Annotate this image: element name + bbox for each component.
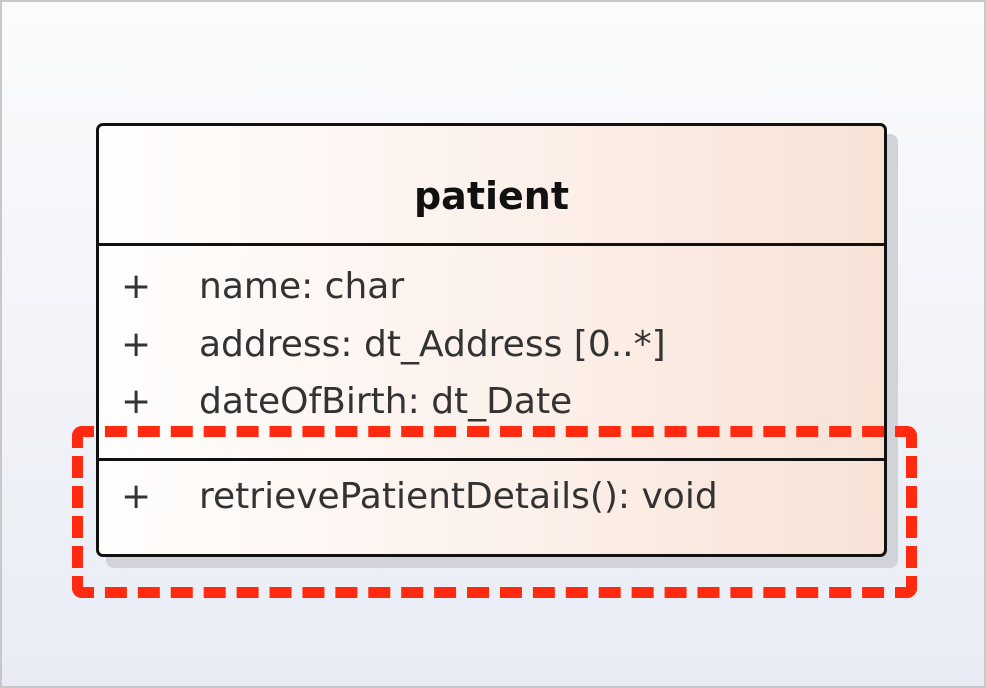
operation-text: retrievePatientDetails(): void [199, 476, 718, 517]
visibility-marker: + [121, 324, 152, 365]
class-name-compartment: patient [99, 126, 884, 246]
attribute-row[interactable]: + address: dt_Address [0..*] [99, 316, 884, 374]
uml-class-patient[interactable]: patient + name: char + address: dt_Addre… [96, 123, 887, 557]
attribute-row[interactable]: + name: char [99, 258, 884, 316]
attribute-text: name: char [199, 266, 405, 307]
class-name: patient [413, 173, 570, 218]
operation-row[interactable]: + retrievePatientDetails(): void [99, 468, 884, 526]
attribute-text: address: dt_Address [0..*] [199, 324, 666, 365]
visibility-marker: + [121, 381, 152, 422]
attributes-compartment: + name: char + address: dt_Address [0..*… [99, 246, 884, 461]
highlight-dashed-box [72, 426, 917, 598]
visibility-marker: + [121, 266, 152, 307]
attribute-row[interactable]: + dateOfBirth: dt_Date [99, 373, 884, 431]
visibility-marker: + [121, 476, 152, 517]
operations-compartment: + retrievePatientDetails(): void [99, 461, 884, 554]
attribute-text: dateOfBirth: dt_Date [199, 381, 573, 422]
